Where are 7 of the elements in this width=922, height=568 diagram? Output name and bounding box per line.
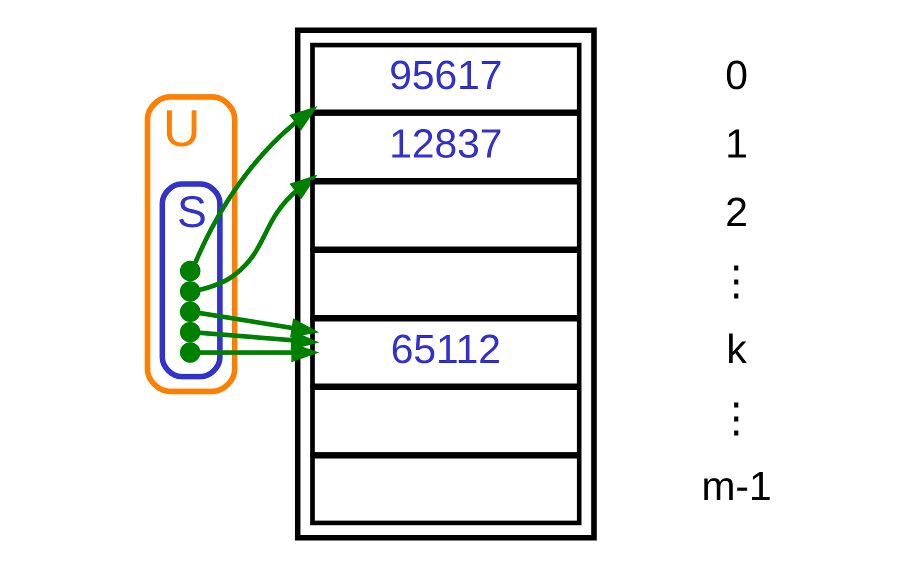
node-label: ⋮	[716, 394, 757, 440]
node-label: 1	[724, 120, 748, 166]
node-label: ⋮	[716, 257, 757, 304]
node-label: 0	[724, 52, 748, 98]
node-label: k	[726, 326, 746, 372]
node-label: m-1	[701, 462, 772, 509]
node-label: 2	[724, 188, 748, 235]
